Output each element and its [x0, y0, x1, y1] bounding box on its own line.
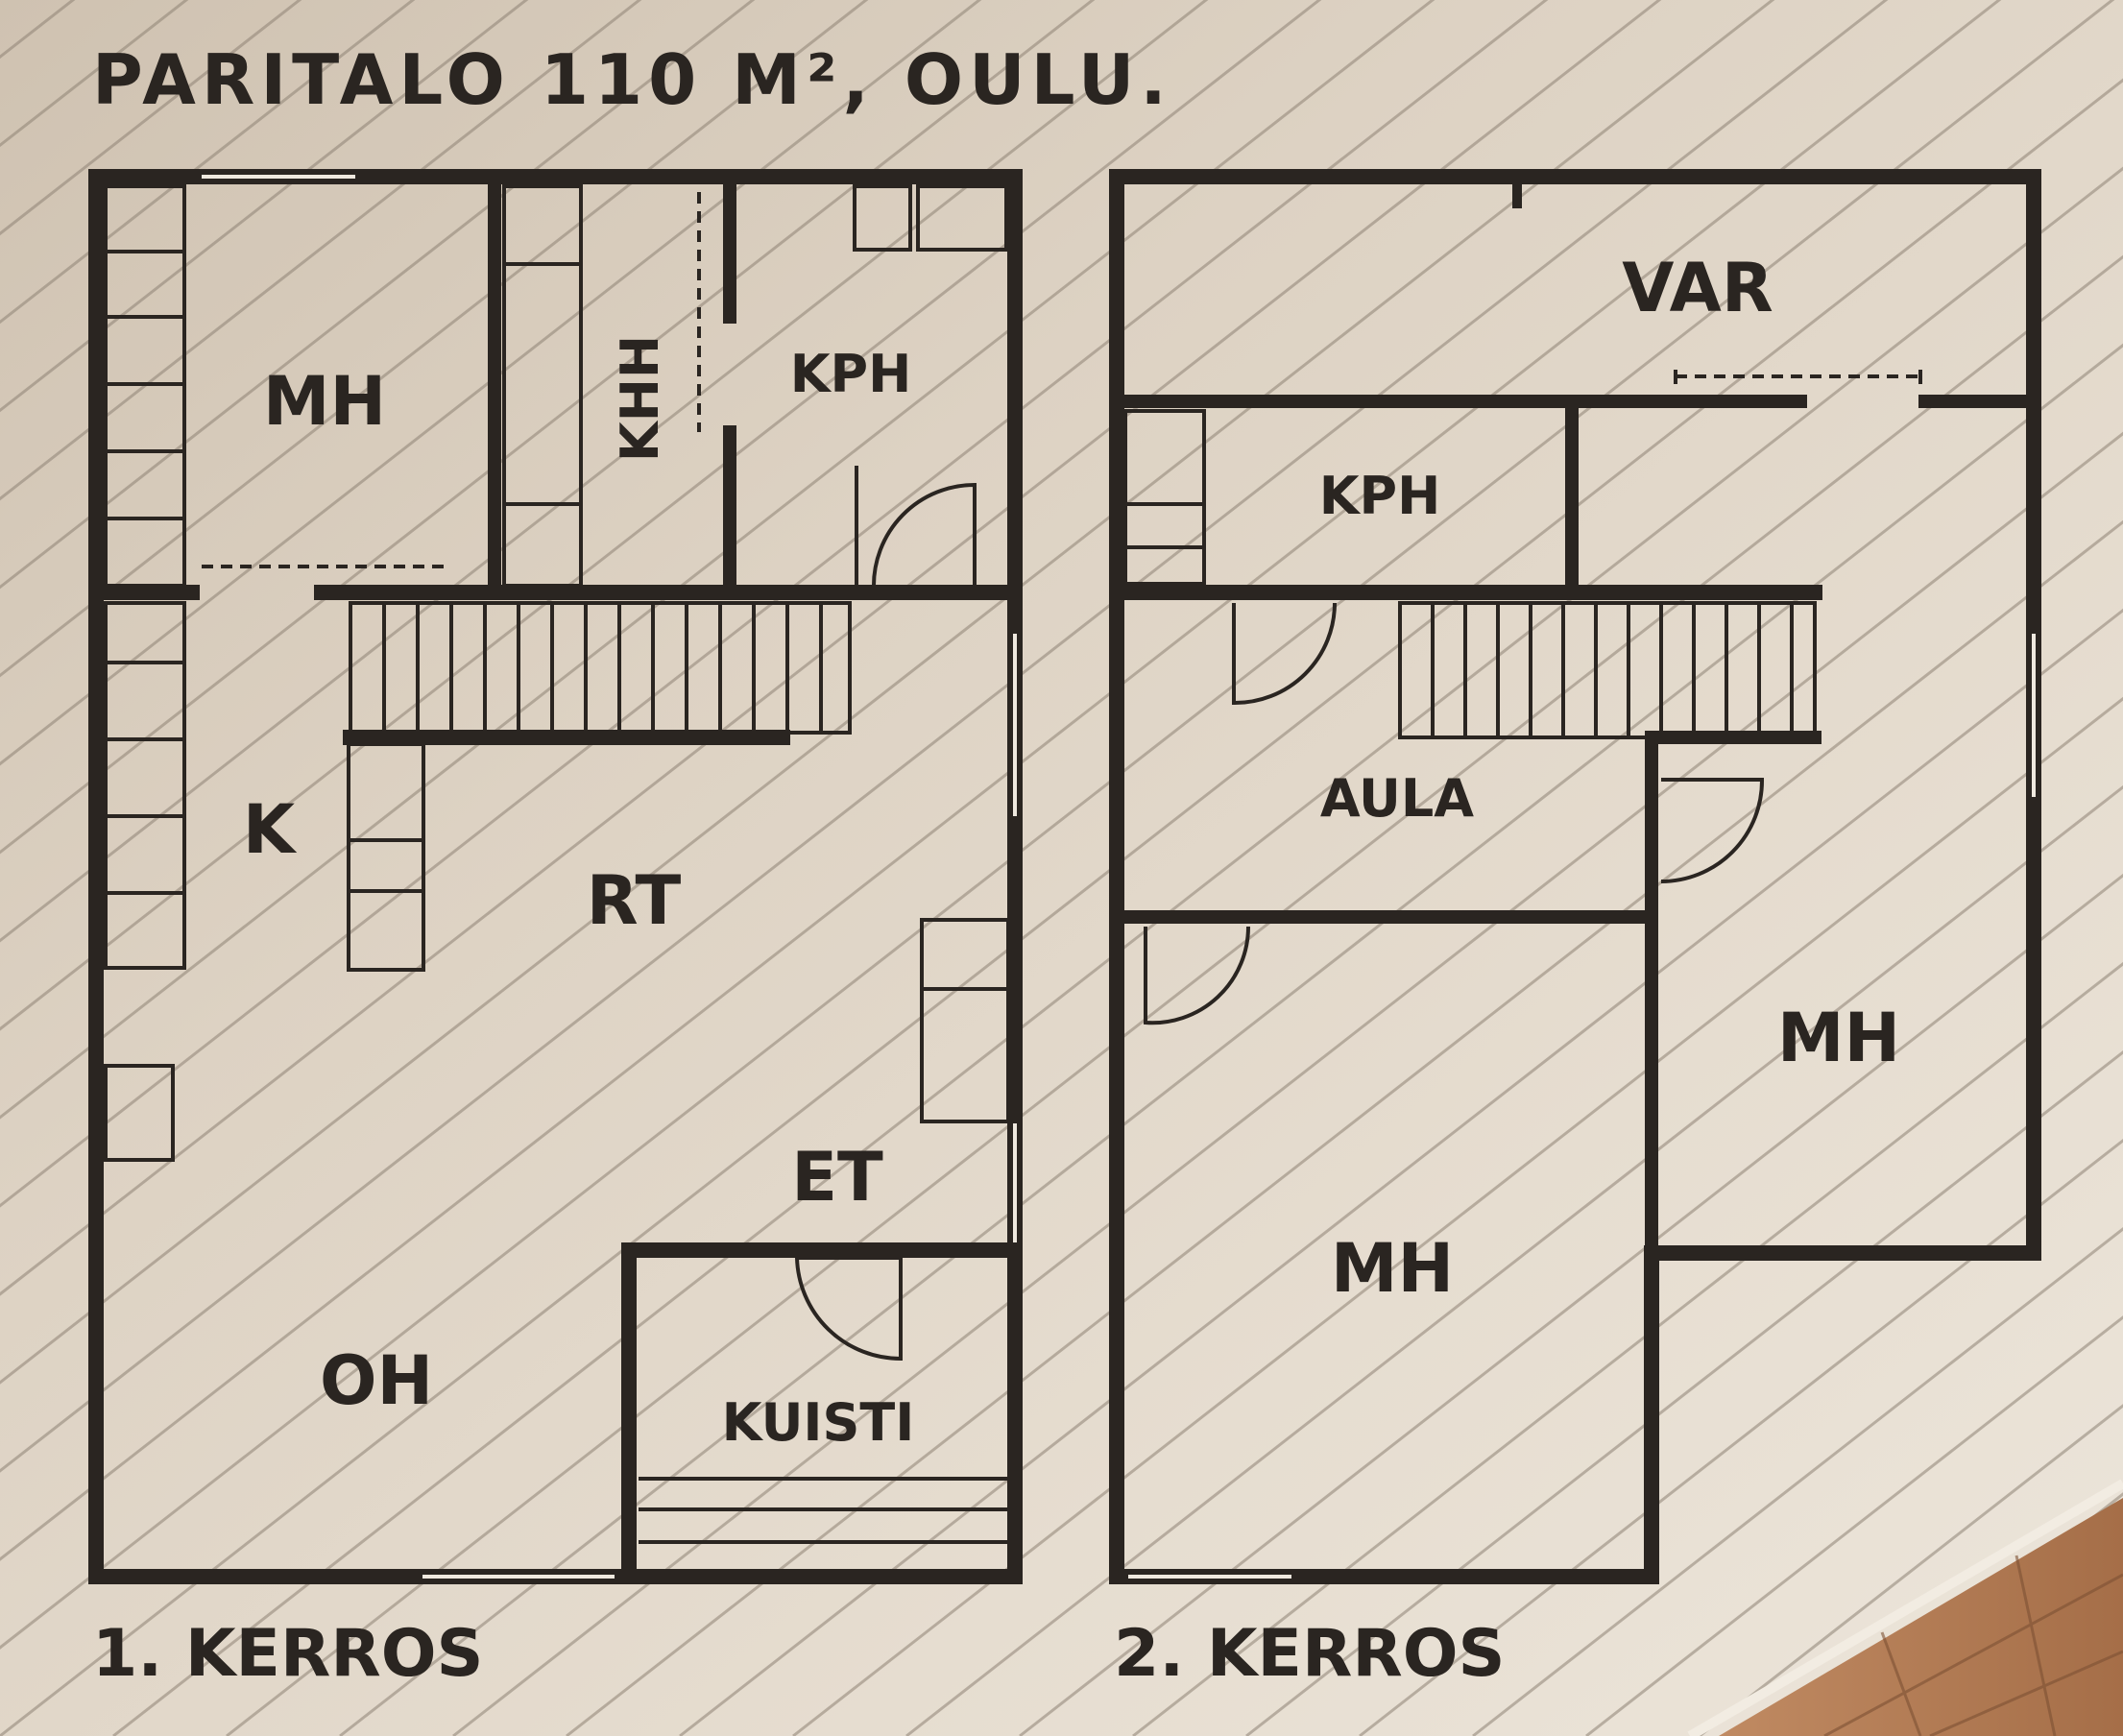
plank-line	[0, 0, 302, 236]
plank-line	[112, 166, 2123, 1736]
room-label-mh: MH	[263, 362, 386, 441]
plank-line	[0, 0, 1322, 1031]
plank-line	[0, 0, 189, 148]
room-label-et: ET	[791, 1138, 883, 1217]
plank-line	[905, 784, 2123, 1736]
plank-line	[679, 608, 2123, 1736]
room-label-kuisti: KUISTI	[722, 1392, 915, 1453]
plan-title: PARITALO 110 M², OULU.	[92, 39, 1172, 120]
plank-line	[0, 0, 1435, 1120]
plank-line	[566, 519, 2123, 1736]
room-label-rt: RT	[587, 861, 682, 940]
floor-2-label: 2. KERROS	[1114, 1616, 1505, 1692]
plank-line	[0, 0, 1209, 943]
plank-line	[0, 0, 1549, 1208]
plank-line	[0, 0, 869, 678]
plank-line	[0, 0, 982, 766]
plank-line	[0, 0, 642, 501]
room-label-oh: OH	[320, 1341, 433, 1420]
plank-line	[226, 254, 2123, 1736]
plank-line	[1472, 1227, 2123, 1736]
room-label-kph-2: KPH	[1319, 466, 1441, 526]
room-label-khh: KHH	[610, 335, 670, 462]
plank-line	[0, 0, 756, 590]
parquet-seams	[1823, 1555, 2123, 1736]
plank-line	[0, 0, 1662, 1296]
plank-line	[1585, 1315, 2123, 1736]
room-label-kph: KPH	[790, 344, 912, 404]
plank-line	[0, 0, 1775, 1385]
plank-line	[0, 0, 416, 325]
plank-line	[452, 431, 2123, 1736]
plank-line	[1245, 1049, 2123, 1736]
room-label-var: VAR	[1622, 249, 1773, 327]
plank-line	[0, 0, 1096, 855]
room-label-aula: AULA	[1320, 768, 1474, 829]
plank-line	[339, 343, 2123, 1736]
floor-1-plan	[88, 169, 1023, 1584]
plank-line	[1359, 1138, 2123, 1736]
floor-2-plan	[1109, 169, 2041, 1584]
room-label-k: K	[243, 790, 298, 869]
plank-line	[0, 0, 529, 413]
plank-line	[1132, 961, 2123, 1736]
parquet-corner	[1719, 1498, 2123, 1736]
plank-line	[1019, 873, 2123, 1736]
floor-1-label: 1. KERROS	[92, 1616, 483, 1692]
floor-trim-edge	[1687, 1479, 2123, 1736]
room-label-mh-large: MH	[1331, 1229, 1454, 1308]
plank-line	[1699, 1404, 2123, 1736]
room-label-mh-right: MH	[1777, 999, 1900, 1077]
